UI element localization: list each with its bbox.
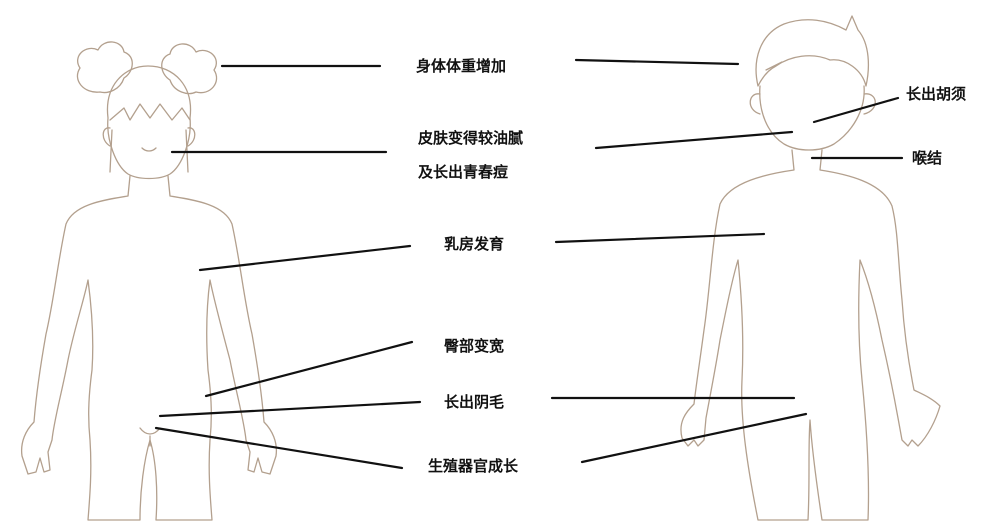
leader-breast-girl <box>198 244 412 272</box>
leader-weight-boy <box>574 58 740 66</box>
girl-hair-bun-left <box>76 41 133 94</box>
boy-ear-left <box>749 93 761 115</box>
leader-breast-boy <box>554 232 766 244</box>
girl-ear-right <box>187 127 196 147</box>
label-skin-oily: 皮肤变得较油腻 <box>418 129 524 147</box>
label-adams-apple: 喉结 <box>912 149 943 167</box>
leader-genitals-girl <box>154 426 404 470</box>
leader-skin-boy <box>594 130 794 150</box>
girl-body <box>20 175 278 521</box>
leader-genitals-boy <box>580 412 808 464</box>
label-acne: 及长出青春痘 <box>418 163 509 181</box>
girl-bangs <box>109 103 191 121</box>
leader-hips <box>204 340 414 398</box>
boy-head <box>759 85 865 151</box>
label-hips: 臀部变宽 <box>444 337 505 355</box>
label-pubic-hair: 长出阴毛 <box>444 393 505 411</box>
label-genitals: 生殖器官成长 <box>428 457 519 475</box>
leader-beard <box>812 96 900 124</box>
leader-pubic-girl <box>158 400 422 418</box>
label-weight-gain: 身体体重增加 <box>416 57 507 75</box>
girl-hair-bun-right <box>161 43 218 95</box>
boy-body <box>680 149 941 521</box>
boy-ear-right <box>863 93 876 115</box>
boy-hair <box>755 15 870 87</box>
girl-head <box>106 65 192 180</box>
girl-figure <box>20 41 278 521</box>
girl-mouth <box>141 147 157 152</box>
girl-ear-left <box>102 127 111 147</box>
boy-figure <box>680 15 941 521</box>
label-beard: 长出胡须 <box>906 85 967 103</box>
label-breast: 乳房发育 <box>444 235 505 253</box>
